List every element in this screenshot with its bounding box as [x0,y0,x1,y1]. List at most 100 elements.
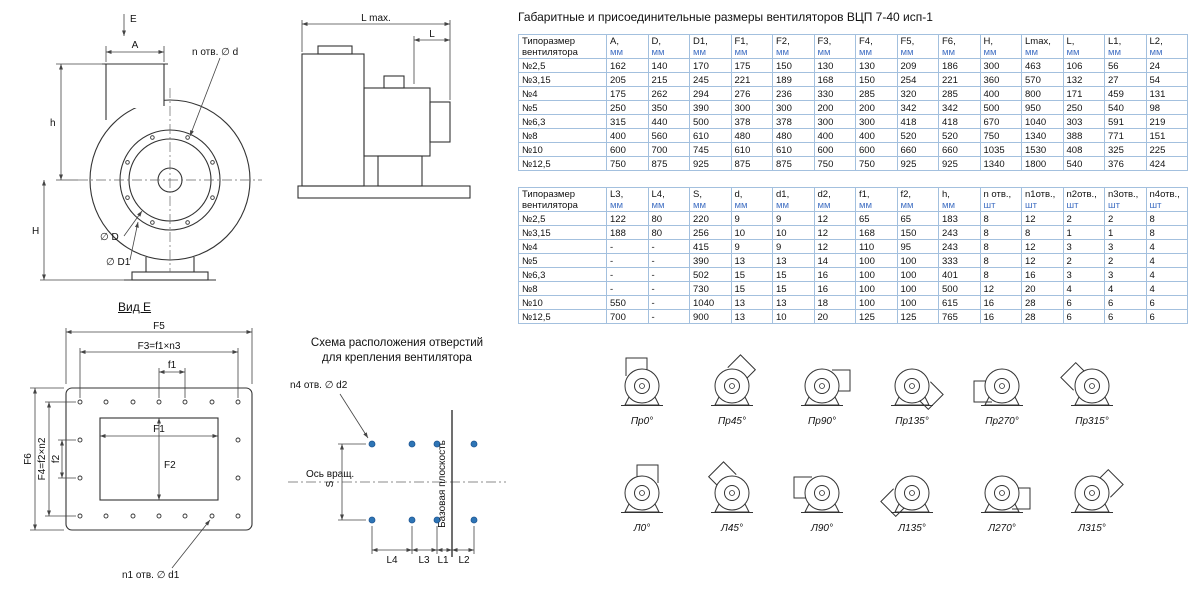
dimension-value: 610 [689,128,732,143]
dimension-value: 9 [730,211,773,226]
fan-orientation: Пр0° [602,354,682,427]
dimension-value: 463 [1021,58,1064,73]
flange-dimensions [30,328,253,569]
dimension-value: 262 [647,86,690,101]
dimension-value: 16 [813,267,856,282]
dimension-value: 750 [855,156,898,171]
dimension-value: 170 [689,58,732,73]
dimension-value: 2 [1104,253,1147,268]
dimension-value: 9 [730,239,773,254]
dimension-value: 4 [1062,281,1105,296]
dimension-value: - [606,267,649,282]
row-size-label: №6,3 [518,267,607,282]
dimension-value: 221 [730,72,773,87]
dimension-value: 132 [1062,72,1105,87]
dimension-value: 168 [813,72,856,87]
dimension-value: 15 [772,267,815,282]
fan-orientation: Л135° [872,461,952,534]
dimension-value: 378 [772,114,815,129]
dimension-value: 600 [606,142,649,157]
dimension-value: 400 [606,128,649,143]
dimension-value: 130 [855,58,898,73]
dimension-value: 800 [1021,86,1064,101]
dimension-value: 390 [689,100,732,115]
column-header: H,мм [979,34,1022,59]
dimension-value: 342 [896,100,939,115]
content-panel: Габаритные и присоединительные размеры в… [518,8,1194,534]
column-header: d1,мм [772,187,815,212]
dimension-value: 459 [1104,86,1147,101]
dimension-value: 415 [689,239,732,254]
dimension-value: 12 [1021,211,1064,226]
fan-icon [621,357,663,406]
row-size-label: №8 [518,128,607,143]
fan-icon [801,368,851,406]
dimension-value: 8 [979,253,1022,268]
dimension-value: 925 [896,156,939,171]
dimension-value: 140 [647,58,690,73]
dimension-value: 285 [938,86,981,101]
dimension-value: 700 [606,309,649,324]
drawings-panel: E A n отв. ∅ d h H ∅ D ∅ D1 [0,0,516,600]
dimension-value: 15 [730,267,773,282]
orientation-row-left-rotation: Л0°Л45°Л90°Л135°Л270°Л315° [602,461,1194,534]
dim-l1-label: L1 [437,555,449,566]
fan-orientation-label: Пр45° [718,416,746,427]
dimension-value: 1 [1104,225,1147,240]
dimension-value: 771 [1104,128,1147,143]
fan-orientation-label: Л0° [633,523,651,534]
dimension-value: 615 [938,295,981,310]
row-size-label: №10 [518,295,607,310]
dimension-value: 376 [1104,156,1147,171]
dim-lmax-label: L max. [361,13,391,24]
row-size-label: №8 [518,281,607,296]
dimension-value: 106 [1062,58,1105,73]
dimension-value: 12 [813,211,856,226]
dimension-value: 100 [855,281,898,296]
dimension-value: 4 [1104,281,1147,296]
page-title: Габаритные и присоединительные размеры в… [518,10,933,24]
fan-orientation: Л270° [962,461,1042,534]
dimension-value: 100 [855,267,898,282]
flange-bolt-holes [77,399,241,519]
dimension-value: 300 [855,114,898,129]
column-header: h,мм [938,187,981,212]
dimension-value: 6 [1104,295,1147,310]
dimension-value: 9 [772,211,815,226]
dimension-value: 480 [730,128,773,143]
row-size-label: №2,5 [518,58,607,73]
fan-orientation: Пр270° [962,354,1042,427]
column-header: F3,мм [813,34,856,59]
dimension-value: 333 [938,253,981,268]
dimension-value: 13 [730,295,773,310]
dimension-value: 325 [1104,142,1147,157]
column-header: Lmax,мм [1021,34,1064,59]
dimension-value: 400 [855,128,898,143]
dimension-value: 418 [896,114,939,129]
fan-orientation: Л315° [1052,461,1132,534]
dimension-value: 6 [1104,309,1147,324]
dimension-value: 300 [813,114,856,129]
dim-f3-label: F3=f1×n3 [138,341,181,352]
front-view-dimensions [40,14,221,281]
fan-icon [1060,361,1113,406]
dimension-value: 245 [689,72,732,87]
dim-l2-label: L2 [458,555,470,566]
orientation-row-right-rotation: Пр0°Пр45°Пр90°Пр135°Пр270°Пр315° [602,354,1194,427]
dimension-value: 342 [938,100,981,115]
dimension-value: 400 [979,86,1022,101]
dim-H-label: H [32,226,39,237]
column-header: f2,мм [896,187,939,212]
dimension-value: 8 [979,225,1022,240]
dim-f5-label: F5 [153,321,165,332]
dimension-value: 200 [855,100,898,115]
column-header: n4отв.,шт [1145,187,1188,212]
dimension-value: 28 [1021,295,1064,310]
dim-l-label: L [429,29,435,40]
dim-f4-label: F4=f2×n2 [37,437,48,480]
